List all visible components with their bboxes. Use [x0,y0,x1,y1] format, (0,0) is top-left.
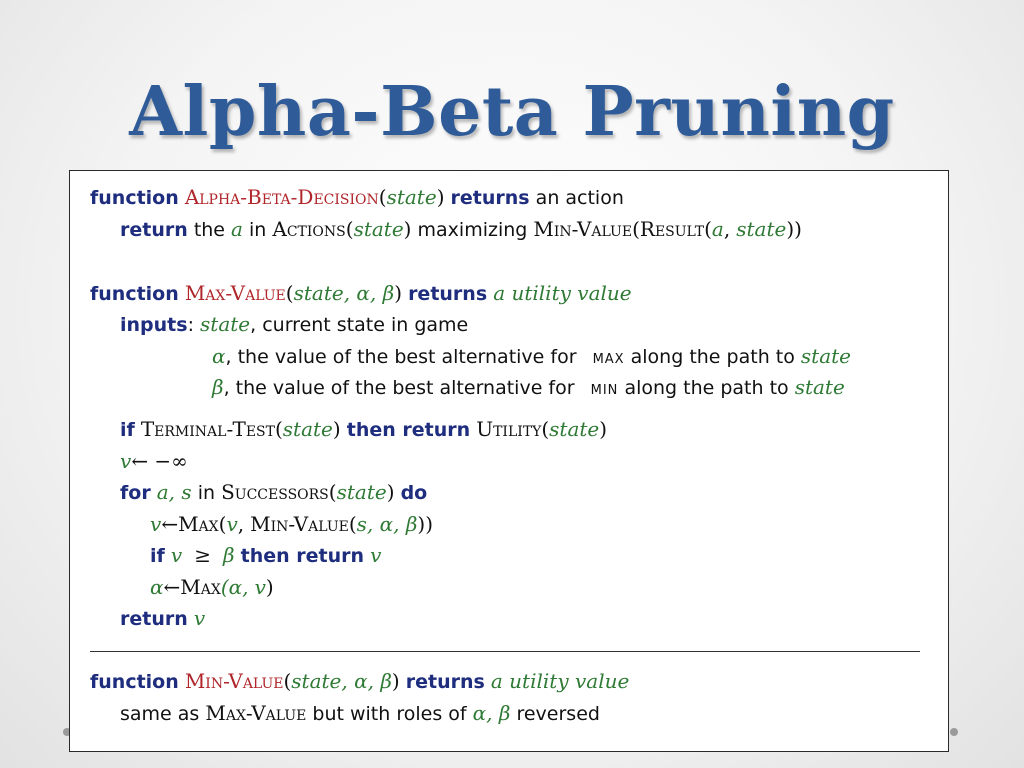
pseudocode-box: function Alpha-Beta-Decision(state) retu… [69,170,949,752]
section-divider [90,651,920,652]
function-max: Max [178,512,219,536]
code-line-for-loop: for a, s in Successors(state) do [120,480,428,504]
code-line-max-value-header: function Max-Value(state, α, β) returns … [90,281,632,305]
function-result: Result [639,217,705,241]
code-line-decision-return: return the a in Actions(state) maximizin… [120,217,802,241]
code-line-inputs-beta: β, the value of the best alternative for… [212,375,845,399]
code-line-v-init: v← −∞ [120,449,188,473]
function-name-max-value: Max-Value [184,281,286,305]
code-line-max-return: return v [120,606,206,630]
param-state: state [386,185,437,209]
keyword-return: return [120,219,188,241]
code-line-alpha-update: α←Max(α, v) [150,575,274,599]
code-line-v-update: v←Max(v, Min-Value(s, α, β)) [150,512,434,536]
code-line-inputs-state: inputs: state, current state in game [120,312,469,336]
function-utility: Utility [476,417,542,441]
code-line-min-value-header: function Min-Value(state, α, β) returns … [90,669,630,693]
keyword-function: function [90,187,179,209]
code-line-min-value-body: same as Max-Value but with roles of α, β… [120,701,600,725]
bullet-decoration-left [63,728,71,736]
bullet-decoration-right [950,728,958,736]
slide-title: Alpha-Beta Pruning [129,72,895,152]
function-actions: Actions [272,217,346,241]
params-state-alpha-beta: state, α, β [293,281,395,305]
code-line-prune-check: if v ≥ β then return v [150,543,382,567]
keyword-returns: returns [450,187,530,209]
function-min-value: Min-Value [533,217,633,241]
function-terminal-test: Terminal-Test [140,417,275,441]
code-line-inputs-alpha: α, the value of the best alternative for… [212,344,851,368]
function-successors: Successors [221,480,329,504]
code-line-terminal-test: if Terminal-Test(state) then return Util… [120,417,608,441]
function-name-alpha-beta-decision: Alpha-Beta-Decision [184,185,379,209]
code-line-decision-header: function Alpha-Beta-Decision(state) retu… [90,185,624,209]
function-name-min-value: Min-Value [184,669,284,693]
